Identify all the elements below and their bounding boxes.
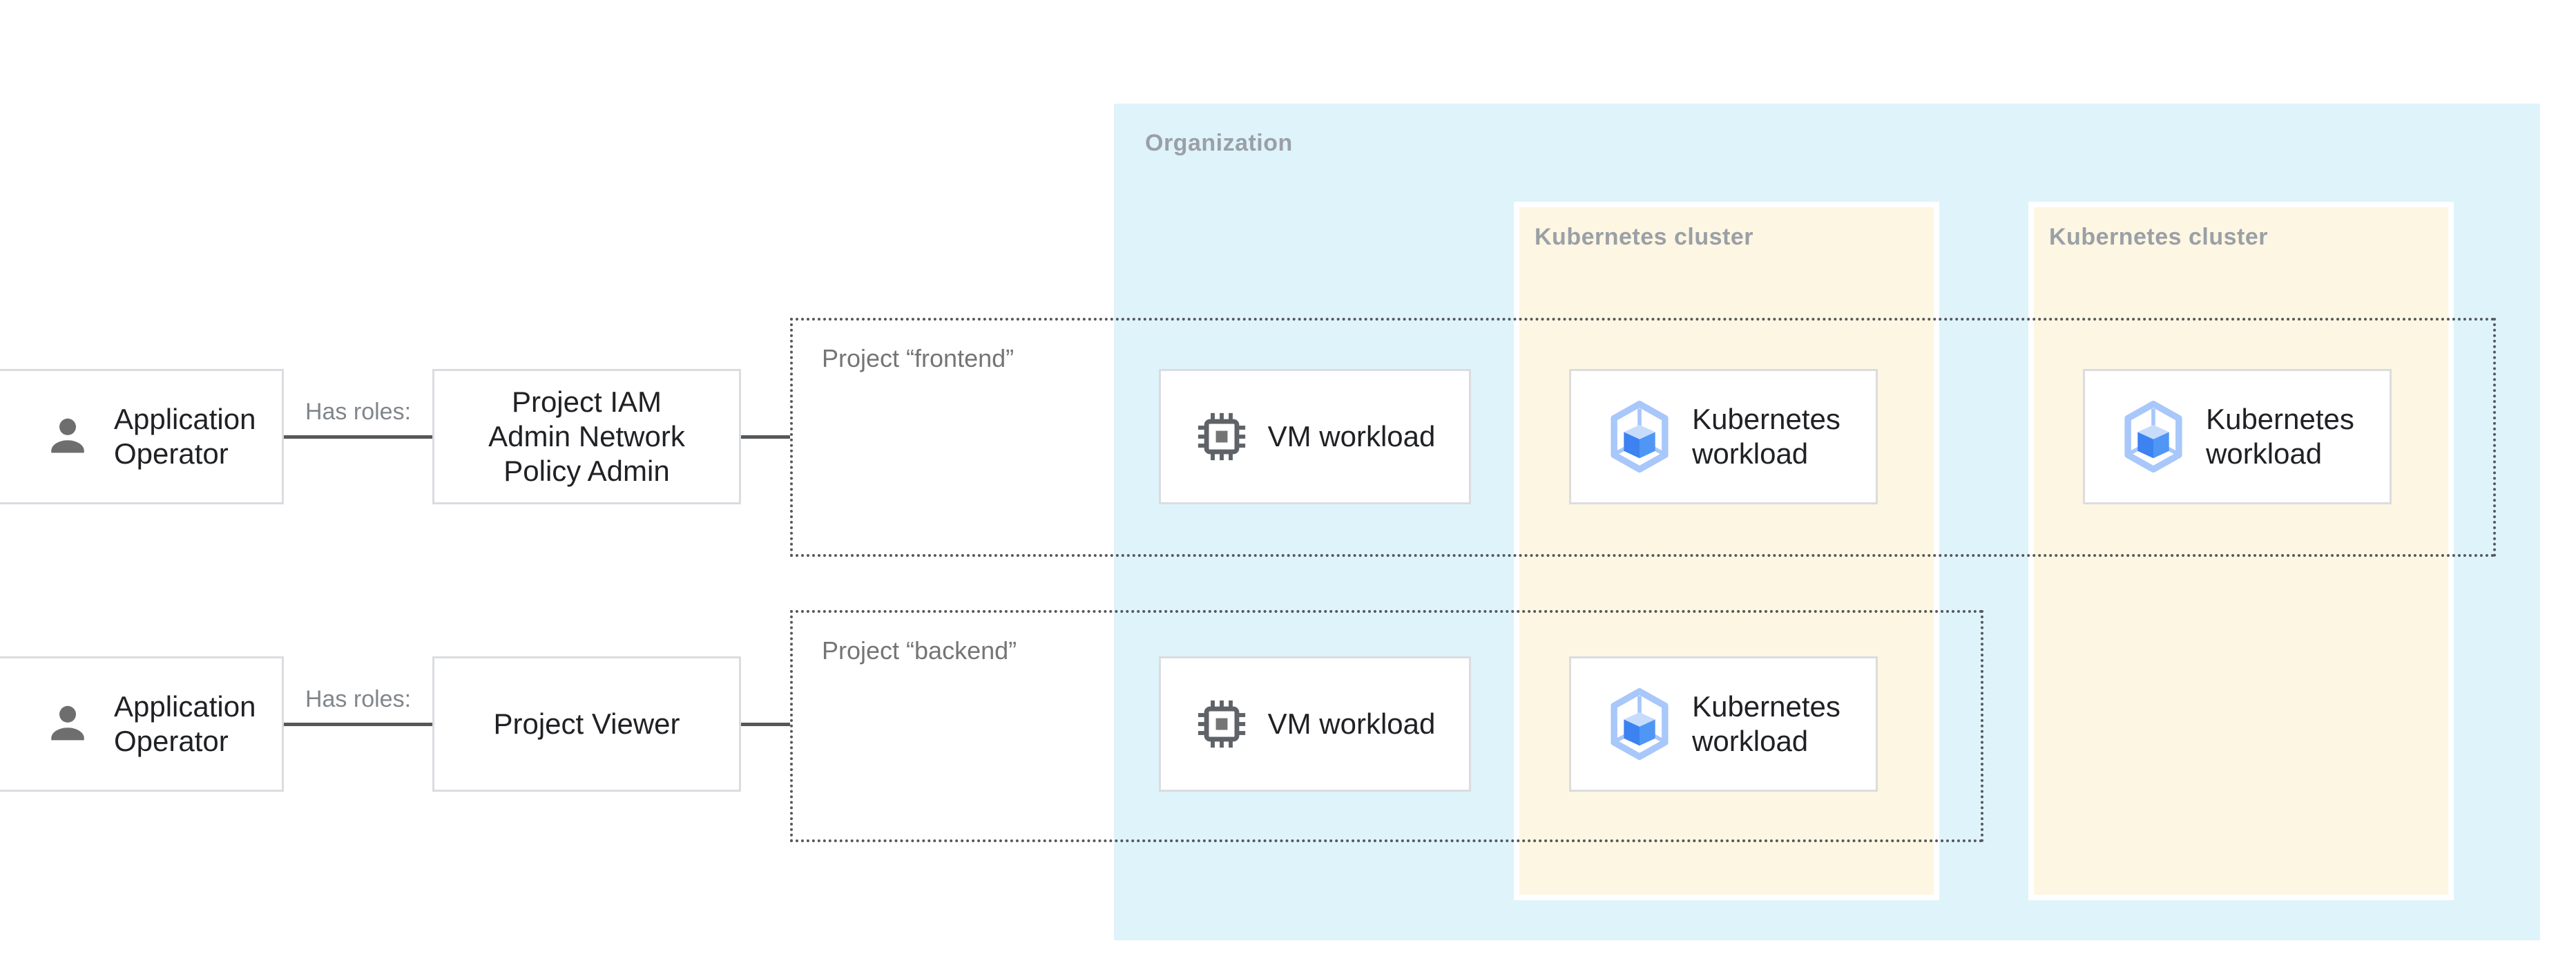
project-backend-boundary: Project “backend” [790,610,1983,842]
connector-operator-to-role-1 [284,435,432,439]
kubernetes-cluster-2-label: Kubernetes cluster [2049,224,2268,250]
gke-hexagon-icon [1606,688,1673,760]
vm-workload-backend-label: VM workload [1267,707,1436,740]
connector-role-to-project-1 [741,435,790,439]
gke-hexagon-icon [1606,401,1673,473]
person-icon [42,411,93,462]
project-frontend-label: Project “frontend” [822,344,1015,372]
vm-workload-backend-box: VM workload [1159,656,1471,792]
kubernetes-cluster-1-label: Kubernetes cluster [1535,224,1753,250]
gke-hexagon-icon [2120,401,2186,473]
vm-workload-frontend-box: VM workload [1159,369,1471,504]
role-project-viewer-label: Project Viewer [493,707,680,740]
vm-chip-icon [1195,410,1249,464]
project-backend-label: Project “backend” [822,636,1017,665]
vm-chip-icon [1195,697,1249,751]
person-icon [42,698,93,750]
vm-workload-frontend-label: VM workload [1267,420,1436,453]
project-frontend-boundary: Project “frontend” [790,318,2496,557]
connector-operator-to-role-2 [284,723,432,726]
has-roles-label-2: Has roles: [305,686,412,712]
organization-label: Organization [1145,130,1293,156]
connector-role-to-project-2 [741,723,790,726]
role-project-viewer-box: Project Viewer [432,656,741,792]
has-roles-label-1: Has roles: [305,399,412,425]
